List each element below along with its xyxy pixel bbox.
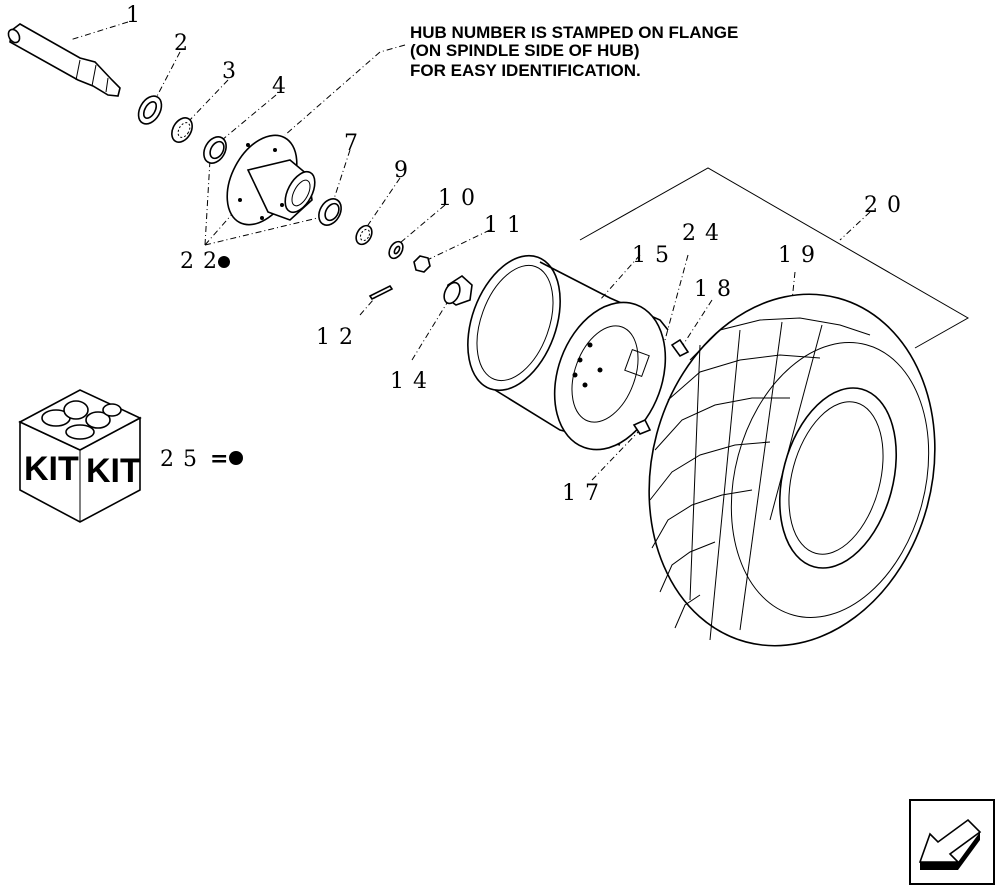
kit-dot-icon (218, 256, 230, 268)
cotter-pin-part (368, 284, 394, 301)
outer-cup-part (318, 198, 342, 226)
outer-bearing-part (355, 224, 373, 246)
kit-left-label: KIT (24, 450, 79, 488)
kit-legend-equals: = (210, 446, 237, 472)
valve-stem-part (632, 418, 652, 435)
seal-part (137, 95, 163, 125)
tire-assembly-bracket (579, 167, 970, 349)
kit-dot-icon (229, 451, 243, 465)
callout-12: 12 (316, 325, 362, 350)
callout-14: 14 (390, 369, 436, 394)
callout-10: 10 (438, 186, 484, 211)
callout-18: 18 (694, 277, 740, 302)
callout-4: 4 (272, 74, 295, 99)
callout-9: 9 (394, 158, 417, 183)
callout-7: 7 (344, 131, 367, 156)
hub-note: HUB NUMBER IS STAMPED ON FLANGE (ON SPIN… (410, 23, 738, 80)
callout-11: 11 (484, 213, 530, 238)
nut-part (413, 255, 431, 273)
dust-cap-part (443, 274, 473, 306)
callout-17: 17 (562, 481, 608, 506)
washer-part (388, 240, 404, 260)
callout-1: 1 (126, 3, 149, 28)
note-line-3: FOR EASY IDENTIFICATION. (410, 61, 641, 80)
callout-24: 24 (682, 221, 728, 246)
rim-part (467, 254, 669, 451)
note-line-2: (ON SPINDLE SIDE OF HUB) (410, 41, 640, 60)
callout-22: 22 (180, 249, 226, 274)
callout-2: 2 (174, 31, 197, 56)
kit-legend-number: 25 (160, 447, 206, 472)
callout-19: 19 (778, 243, 824, 268)
kit-box-icon: KIT KIT (18, 389, 142, 523)
hub-part (226, 134, 316, 226)
inner-bearing-part (171, 117, 193, 143)
callout-3: 3 (222, 59, 245, 84)
tire-part (648, 293, 936, 647)
leader-lines (69, 21, 871, 481)
kit-right-label: KIT (86, 452, 141, 490)
callout-20: 20 (864, 193, 910, 218)
callout-15: 15 (632, 243, 678, 268)
stud-part (670, 338, 690, 358)
bearing-cup-part (203, 136, 227, 164)
kit-legend: 25 = (160, 446, 243, 472)
tire-tread (649, 317, 871, 641)
arrow-back-icon[interactable] (909, 799, 995, 885)
note-line-1: HUB NUMBER IS STAMPED ON FLANGE (410, 23, 738, 42)
callout-labels: 1 2 3 4 7 9 10 11 12 14 15 24 18 19 20 1… (126, 3, 910, 506)
spindle-part (7, 23, 121, 97)
